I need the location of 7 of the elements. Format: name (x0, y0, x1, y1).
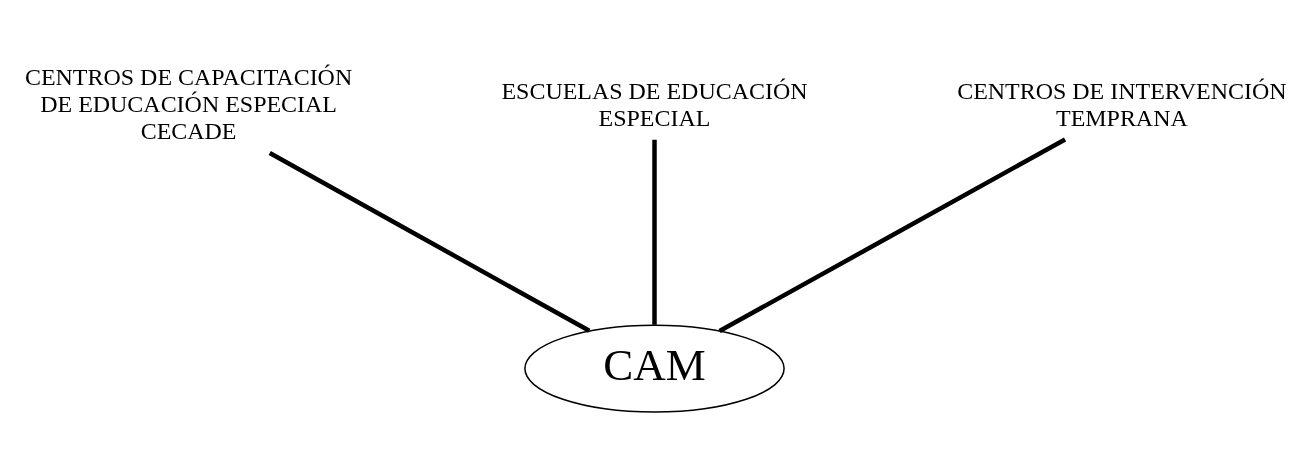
node-text: CENTROS DE INTERVENCIÓN TEMPRANA (957, 77, 1287, 131)
connector (718, 137, 1067, 333)
node-text: ESCUELAS DE EDUCACIÓN ESPECIAL (501, 77, 808, 131)
node-text: CENTROS DE CAPACITACIÓN DE EDUCACIÓN ESPECIAL CECADE (24, 63, 353, 144)
connector (652, 139, 657, 325)
connector (268, 150, 591, 333)
node-ellipse: CAM (524, 323, 785, 413)
